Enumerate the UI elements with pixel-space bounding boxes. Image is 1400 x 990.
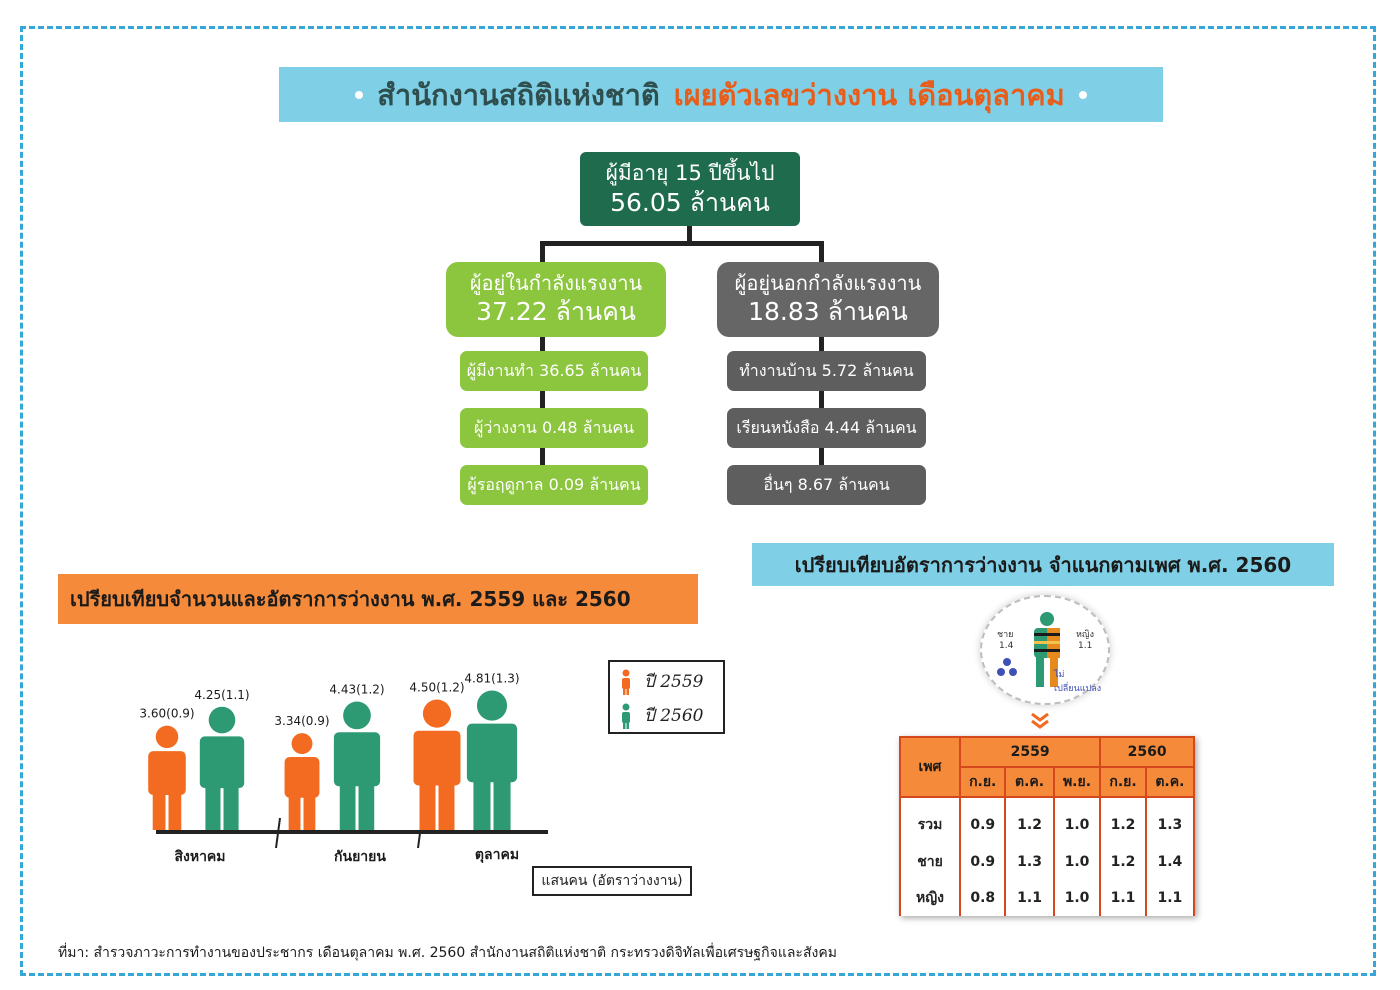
table-cell: 1.2	[1004, 797, 1055, 844]
table-header-year-2560: 2560	[1099, 736, 1195, 768]
table-header-month: ก.ย.	[1099, 766, 1147, 798]
housework-box: ทำงานบ้าน 5.72 ล้านคน	[727, 351, 926, 391]
badge-female-value: 1.1	[1078, 641, 1093, 651]
data-label: 4.81(1.3)	[464, 672, 519, 686]
out-labor-force-box: ผู้อยู่นอกกำลังแรงงาน 18.83 ล้านคน	[717, 262, 939, 337]
population-15plus-box: ผู้มีอายุ 15 ปีขึ้นไป 56.05 ล้านคน	[580, 152, 800, 226]
table-header-year-2559: 2559	[958, 736, 1102, 768]
out-labor-force-label: ผู้อยู่นอกกำลังแรงงาน	[734, 271, 922, 296]
month-label-oct: ตุลาคม	[474, 847, 520, 863]
chart-baseline	[156, 830, 548, 834]
table-cell: 1.4	[1144, 843, 1196, 880]
table-row: หญิง 0.8 1.1 1.0 1.1 1.1	[899, 879, 1196, 916]
chevron-down-icon	[1031, 712, 1049, 729]
table-row-label: รวม	[899, 797, 961, 844]
table-header-gender: เพศ	[899, 736, 961, 798]
unemployment-people-chart: 3.60(0.9) 4.25(1.1) 3.34(0.9) 4.43(1.2) 4.50…	[140, 672, 548, 849]
table-row-label: ชาย	[899, 843, 961, 880]
gender-compare-banner: เปรียบเทียบอัตราการว่างงาน จำแนกตามเพศ พ…	[752, 543, 1334, 586]
tree-connector-right-trunk	[819, 337, 824, 465]
person-2560	[199, 706, 245, 830]
table-cell: 1.3	[1004, 843, 1055, 880]
person-2560	[466, 690, 518, 830]
others-box: อื่นๆ 8.67 ล้านคน	[727, 465, 926, 505]
table-row-label: หญิง	[899, 879, 961, 916]
table-cell: 1.1	[1004, 879, 1055, 916]
tree-connector-horizontal	[540, 241, 824, 246]
title-agency: สำนักงานสถิติแห่งชาติ	[377, 77, 660, 112]
seasonal-box: ผู้รอฤดูกาล 0.09 ล้านคน	[460, 465, 648, 505]
bullet-dot-left	[355, 90, 364, 99]
studying-box: เรียนหนังสือ 4.44 ล้านคน	[727, 408, 926, 448]
title-headline: เผยตัวเลขว่างงาน เดือนตุลาคม	[673, 77, 1065, 112]
table-cell: 1.2	[1099, 797, 1147, 844]
person-2560	[333, 701, 381, 830]
employed-box: ผู้มีงานทำ 36.65 ล้านคน	[460, 351, 648, 391]
tree-connector-left-drop	[540, 241, 545, 263]
source-note: ที่มา: สำรวจภาวะการทำงานของประชากร เดือน…	[58, 945, 837, 961]
table-cell: 1.2	[1099, 843, 1147, 880]
data-label: 3.60(0.9)	[140, 707, 195, 721]
page-title: สำนักงานสถิติแห่งชาติ เผยตัวเลขว่างงาน เ…	[279, 67, 1163, 122]
month-label-sep: กันยายน	[334, 849, 386, 865]
legend-label-2559: ปี 2559	[644, 672, 704, 692]
gender-rate-table: เพศ 2559 2560 ก.ย. ต.ค. พ.ย. ก.ย. ต.ค. ร…	[899, 736, 1196, 916]
out-labor-force-value: 18.83 ล้านคน	[748, 297, 908, 327]
badge-female-label: หญิง	[1076, 630, 1094, 640]
table-cell: 1.0	[1052, 879, 1102, 916]
unemployed-box: ผู้ว่างงาน 0.48 ล้านคน	[460, 408, 648, 448]
tree-connector-root	[687, 226, 692, 244]
table-header-month: ต.ค.	[1004, 766, 1055, 798]
table-cell: 0.9	[958, 797, 1007, 844]
table-cell: 0.9	[958, 843, 1007, 880]
data-label: 4.43(1.2)	[329, 683, 384, 697]
chart-unit-label: แสนคน (อัตราว่างงาน)	[532, 866, 692, 896]
chart-legend: ปี 2559 ปี 2560	[608, 660, 725, 734]
data-label: 4.25(1.1)	[194, 688, 249, 702]
table-cell: 1.3	[1144, 797, 1196, 844]
legend-item-2559: ปี 2559	[620, 668, 703, 695]
table-cell: 0.8	[958, 879, 1007, 916]
table-header-month: พ.ย.	[1052, 766, 1102, 798]
tree-connector-left-trunk	[540, 337, 545, 465]
person-icon-orange	[622, 669, 630, 695]
legend-item-2560: ปี 2560	[620, 702, 703, 729]
gender-badge: ชาย 1.4 หญิง 1.1 ไม่เปลี่ยนแปลง	[980, 595, 1110, 705]
table-header-month: ต.ค.	[1144, 766, 1196, 798]
tree-connector-right-drop	[819, 241, 824, 263]
population-15plus-label: ผู้มีอายุ 15 ปีขึ้นไป	[605, 161, 775, 186]
person-2559	[413, 699, 461, 830]
in-labor-force-box: ผู้อยู่ในกำลังแรงงาน 37.22 ล้านคน	[446, 262, 666, 337]
compare-years-banner: เปรียบเทียบจำนวนและอัตราการว่างงาน พ.ศ. …	[58, 574, 698, 624]
bullet-dot-right	[1078, 90, 1087, 99]
dashed-frame	[20, 26, 1376, 976]
person-2559	[148, 725, 186, 830]
table-cell: 1.0	[1052, 843, 1102, 880]
data-label: 4.50(1.2)	[409, 681, 464, 695]
table-row: รวม 0.9 1.2 1.0 1.2 1.3	[899, 797, 1196, 844]
in-labor-force-label: ผู้อยู่ในกำลังแรงงาน	[469, 271, 643, 296]
in-labor-force-value: 37.22 ล้านคน	[476, 297, 636, 327]
table-cell: 1.1	[1099, 879, 1147, 916]
population-15plus-value: 56.05 ล้านคน	[610, 187, 770, 217]
table-header-month: ก.ย.	[958, 766, 1007, 798]
table-row: ชาย 0.9 1.3 1.0 1.2 1.4	[899, 843, 1196, 880]
gender-figure-icon	[1034, 612, 1060, 687]
person-2559	[284, 733, 320, 830]
legend-label-2560: ปี 2560	[644, 706, 704, 726]
badge-male-value: 1.4	[999, 641, 1014, 651]
badge-male-label: ชาย	[997, 630, 1014, 640]
chart-group-separator	[275, 817, 281, 849]
table-cell: 1.0	[1052, 797, 1102, 844]
person-icon-green	[622, 703, 630, 729]
table-cell: 1.1	[1144, 879, 1196, 916]
unchanged-arrows-icon	[997, 658, 1017, 676]
month-label-aug: สิงหาคม	[174, 849, 226, 865]
data-label: 3.34(0.9)	[274, 714, 329, 728]
badge-unchanged-note: ไม่เปลี่ยนแปลง	[1054, 670, 1102, 694]
